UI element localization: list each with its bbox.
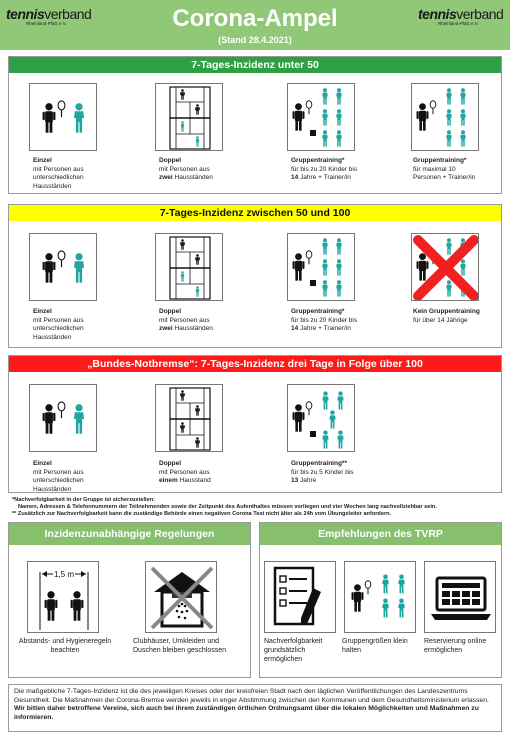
recommendations-box: Empfehlungen des TVRP Nachverfolgbarkeit… <box>259 522 502 678</box>
caption-hygiene: Abstands- und Hygieneregeln beachten <box>18 638 112 654</box>
group-training-kids-icon <box>287 233 355 301</box>
date-stamp: (Stand 28.4.2021) <box>218 35 292 45</box>
recommendations-title: Empfehlungen des TVRP <box>260 523 501 545</box>
caption-clubhouse: Clubhäuser, Umkleiden und Duschen bleibe… <box>133 638 227 654</box>
caption-traceability: Nachverfolgbarkeit grundsätzlich ermögli… <box>264 638 323 663</box>
tennisverband-logo-right: tennisverband Rheinland-Pfalz e.V. <box>418 6 504 26</box>
caption-doubles: Doppel mit Personen aus zwei Hausständen <box>159 157 213 181</box>
doubles-court-icon <box>155 83 223 151</box>
section-below-50: 7-Tages-Inzidenz unter 50 Einzel mit Per… <box>8 56 502 194</box>
caption-group-training-1: Gruppentraining* für bis zu 20 Kinder bi… <box>291 308 358 332</box>
distance-label: 1,5 m <box>54 570 74 579</box>
caption-singles: Einzel mit Personen aus unterschiedliche… <box>33 308 84 341</box>
doubles-court-icon <box>155 384 223 452</box>
caption-singles: Einzel mit Personen aus unterschiedliche… <box>33 157 84 190</box>
independent-rules-title: Inzidenzunabhängige Regelungen <box>9 523 250 545</box>
doubles-court-icon <box>155 233 223 301</box>
page-title: Corona-Ampel <box>172 5 338 32</box>
singles-icon <box>29 233 97 301</box>
section-50-to-100: 7-Tages-Inzidenz zwischen 50 und 100 Ein… <box>8 204 502 348</box>
caption-group-training-2: Gruppentraining* für maximal 10 Personen… <box>413 157 476 181</box>
caption-no-group-training: Kein Gruppentraining für über 14 Jährige <box>413 308 480 324</box>
singles-icon <box>29 384 97 452</box>
singles-icon <box>29 83 97 151</box>
caption-online-booking: Reservierung online ermöglichen <box>424 638 487 654</box>
checklist-pen-icon <box>264 561 336 633</box>
tennisverband-logo-left: tennisverband Rheinland-Pfalz e.V. <box>6 6 92 26</box>
distance-icon: 1,5 m <box>27 561 99 633</box>
footer-text: Die maßgebliche 7-Tages-Inzidenz ist die… <box>8 684 502 732</box>
caption-group-training-1: Gruppentraining* für bis zu 20 Kinder bi… <box>291 157 358 181</box>
no-group-training-icon <box>411 233 479 301</box>
caption-doubles: Doppel mit Personen aus einem Hausstand <box>159 460 211 484</box>
caption-group-training-small: Gruppentraining** für bis zu 5 Kinder bi… <box>291 460 354 484</box>
group-training-adults-icon <box>411 83 479 151</box>
caption-singles: Einzel mit Personen aus unterschiedliche… <box>33 460 84 493</box>
closed-clubhouse-icon <box>145 561 217 633</box>
section-above-100: „Bundes-Notbremse“: 7-Tages-Inzidenz dre… <box>8 355 502 493</box>
section-band-red: „Bundes-Notbremse“: 7-Tages-Inzidenz dre… <box>9 356 501 372</box>
footnotes: *Nachverfolgbarkeit in der Gruppe ist si… <box>12 497 437 517</box>
small-group-icon <box>344 561 416 633</box>
header-banner: tennisverband Rheinland-Pfalz e.V. Coron… <box>0 0 510 50</box>
section-band-green: 7-Tages-Inzidenz unter 50 <box>9 57 501 73</box>
laptop-icon <box>424 561 496 633</box>
caption-doubles: Doppel mit Personen aus zwei Hausständen <box>159 308 213 332</box>
section-band-yellow: 7-Tages-Inzidenz zwischen 50 und 100 <box>9 205 501 221</box>
caption-group-size: Gruppengrößen klein halten <box>342 638 408 654</box>
group-training-kids-icon <box>287 83 355 151</box>
independent-rules-box: Inzidenzunabhängige Regelungen 1,5 m Abs… <box>8 522 251 678</box>
group-training-small-icon <box>287 384 355 452</box>
